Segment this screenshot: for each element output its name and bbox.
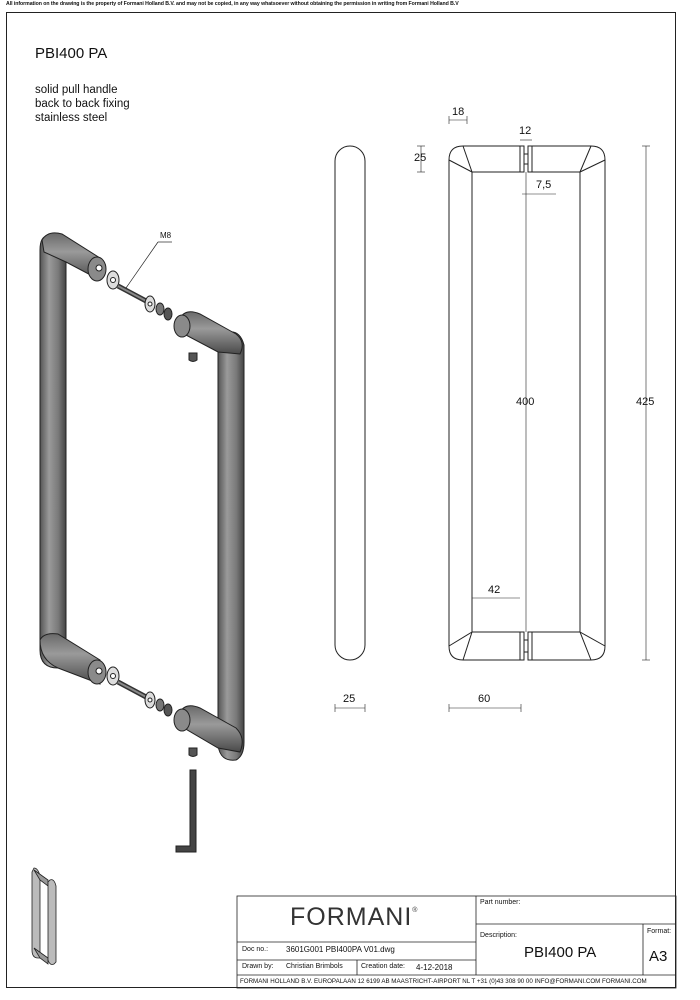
dim-top-width: 18 [452, 106, 465, 118]
dim-diameter: 25 [343, 693, 356, 705]
registered-mark: ® [412, 907, 418, 914]
creation-date-label: Creation date: [361, 963, 405, 970]
dim-fixing-offset: 7,5 [536, 179, 552, 191]
description-value: PBI400 PA [524, 944, 597, 961]
copyright-disclaimer: All information on the drawing is the pr… [6, 1, 459, 7]
drawn-by-value: Christian Brimbols [286, 963, 343, 970]
company-footer: FORMANI HOLLAND B.V. EUROPALAAN 12 6199 … [240, 978, 647, 985]
front-view [448, 145, 606, 661]
description-line: stainless steel [35, 112, 108, 124]
dim-thread: M8 [160, 231, 172, 240]
side-view [334, 145, 366, 661]
dim-projection: 60 [478, 693, 491, 705]
description-line: back to back fixing [35, 98, 130, 110]
dimension-lines [334, 116, 650, 712]
description-line: solid pull handle [35, 84, 118, 96]
description-label: Description: [480, 932, 517, 939]
drawing-sheet-border [6, 12, 676, 988]
product-code-title: PBI400 PA [35, 45, 108, 62]
brand-name: FORMANI [290, 903, 413, 931]
doc-no-label: Doc no.: [242, 946, 269, 953]
part-number-label: Part number: [480, 899, 521, 906]
handle-thumbnail [31, 867, 57, 965]
title-block-frame [236, 895, 677, 989]
dim-bar-offset: 42 [488, 584, 501, 596]
format-value: A3 [649, 948, 668, 965]
dim-top-depth: 25 [414, 152, 427, 164]
format-label: Format: [647, 928, 672, 935]
doc-no-value: 3601G001 PBI400PA V01.dwg [286, 945, 395, 954]
dim-overall-length: 425 [636, 396, 655, 408]
creation-date-value: 4-12-2018 [416, 963, 453, 972]
isometric-handle-view [39, 232, 245, 853]
dim-center-distance: 400 [516, 396, 535, 408]
product-description: solid pull handle back to back fixing st… [35, 83, 130, 125]
drawn-by-label: Drawn by: [242, 963, 274, 970]
dim-bar-gap: 12 [519, 125, 532, 137]
formani-logo: FORMANI® [290, 903, 417, 932]
